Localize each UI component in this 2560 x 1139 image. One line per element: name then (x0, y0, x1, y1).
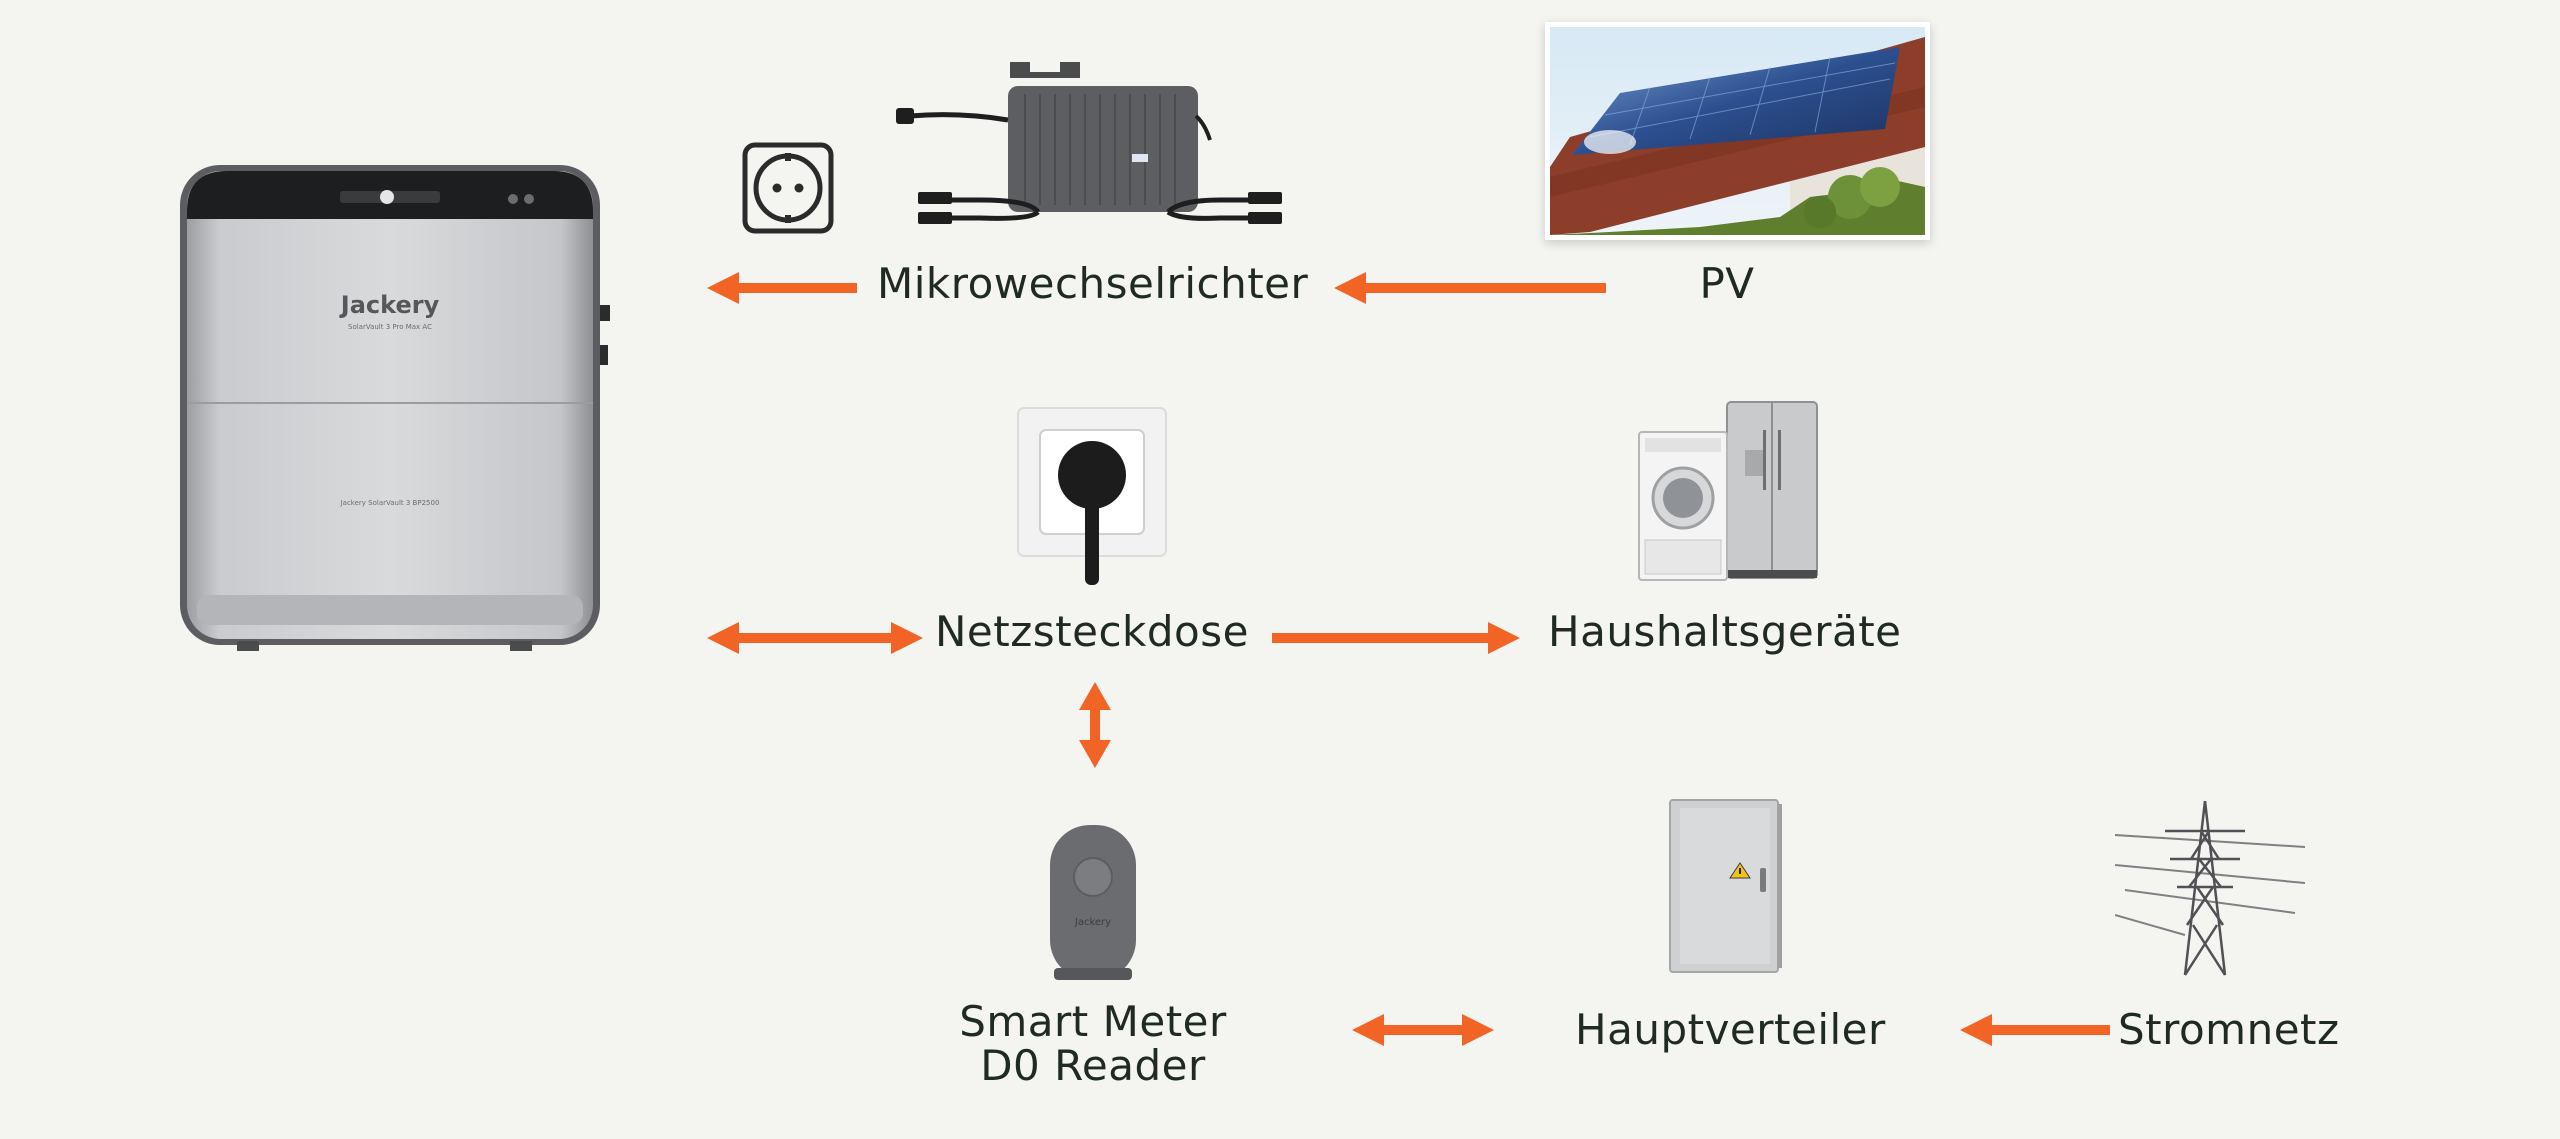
grid-label: Stromnetz (2118, 1005, 2340, 1054)
battery-model-bottom: Jackery SolarVault 3 BP2500 (340, 499, 440, 507)
arrow-socket-to-appliances (1272, 618, 1522, 658)
appliances-label: Haushaltsgeräte (1548, 607, 1902, 656)
distribution-cabinet-image (1668, 798, 1783, 976)
smart-meter-image: Jackery (1050, 825, 1136, 980)
micro-inverter-image (890, 50, 1300, 230)
micro-inverter-label: Mikrowechselrichter (877, 259, 1309, 308)
arrow-grid-to-distributor (1958, 1010, 2110, 1050)
grid-socket-label: Netzsteckdose (935, 607, 1249, 656)
battery-model-top: SolarVault 3 Pro Max AC (348, 323, 432, 331)
arrow-pv-to-inverter (1332, 268, 1606, 308)
battery-unit: Jackery SolarVault 3 Pro Max AC Jackery … (175, 165, 615, 655)
smart-meter-brand: Jackery (1074, 917, 1112, 928)
smart-meter-label-line2: D0 Reader (980, 1041, 1206, 1091)
smart-meter-label-line1: Smart Meter (959, 997, 1227, 1046)
arrow-battery-socket-bidirectional (705, 618, 925, 658)
pv-roof-image (1545, 22, 1930, 240)
arrow-socket-meter-bidirectional (1075, 680, 1115, 770)
pv-label: PV (1699, 259, 1755, 308)
arrow-inverter-to-battery (705, 268, 857, 308)
appliances-image (1635, 400, 1820, 582)
smart-meter-label: Smart Meter D0 Reader (959, 997, 1227, 1091)
battery-brand: Jackery (340, 291, 440, 319)
wall-socket-image (1015, 405, 1170, 585)
power-socket-icon (742, 142, 834, 234)
arrow-meter-distributor-bidirectional (1350, 1010, 1496, 1050)
power-pylon-image (2115, 795, 2305, 980)
main-distributor-label: Hauptverteiler (1575, 1005, 1886, 1054)
